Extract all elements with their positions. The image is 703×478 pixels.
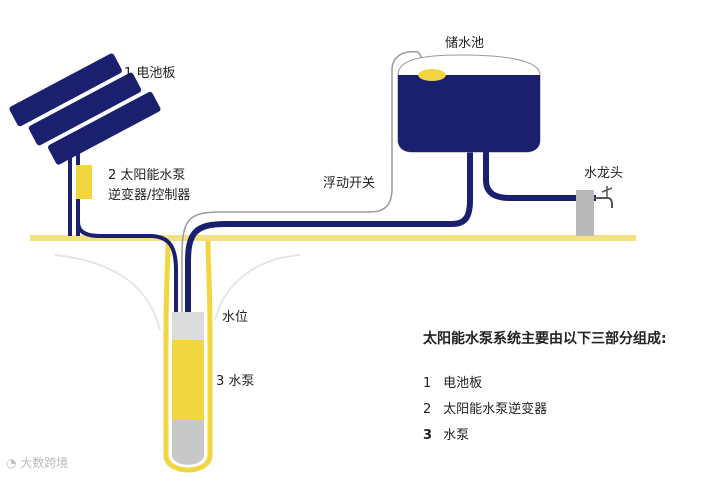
summary-item-text: 电池板 [443,376,483,391]
summary-item-text: 水泵 [443,428,470,443]
well-shaft [163,240,213,473]
pump [172,340,204,420]
panel-label: 1 电池板 [124,66,176,81]
watermark: ◔ 大数跨境 [6,454,68,471]
tank-to-faucet-pipe [483,152,596,201]
summary-item-number: 1 [423,376,432,391]
summary-item: 2 太阳能水泵逆变器 [423,398,667,417]
faucet-label: 水龙头 [584,166,624,181]
pump-label: 3 水泵 [216,374,255,389]
summary-item-number: 3 [423,428,433,443]
float-switch [418,69,446,81]
soil-contour-right [214,254,301,321]
inverter-box [76,165,92,199]
pump-to-tank-pipe [185,146,473,340]
watermark-text: 大数跨境 [20,456,69,470]
summary-item-number: 2 [423,402,432,417]
soil-contour-left [54,254,161,331]
panel-pole-left [68,138,72,236]
water-level-label: 水位 [222,310,249,325]
float-switch-wire [181,50,431,340]
tank-water [398,75,540,152]
solar-panel [9,53,161,165]
summary-block: 太阳能水泵系统主要由以下三部分组成: 1 电池板 2 太阳能水泵逆变器 3 水泵 [423,328,667,450]
summary-item: 3 水泵 [423,424,667,443]
summary-heading: 太阳能水泵系统主要由以下三部分组成: [423,331,667,347]
water-level-marker [172,312,204,340]
summary-item: 1 电池板 [423,372,667,391]
float-switch-label: 浮动开关 [323,176,376,191]
tank-label: 储水池 [445,36,485,51]
inverter-to-pump-wire [76,200,178,340]
faucet-handle-icon [601,186,613,197]
faucet-post [576,190,594,236]
inverter-label-line1: 2 太阳能水泵 [108,168,186,183]
inverter-label-line2: 逆变器/控制器 [108,188,191,203]
faucet-spout [594,197,613,208]
ground-line [30,235,636,241]
watermark-logo-icon: ◔ [6,456,21,470]
summary-item-text: 太阳能水泵逆变器 [443,402,548,417]
pump-base [172,420,204,465]
